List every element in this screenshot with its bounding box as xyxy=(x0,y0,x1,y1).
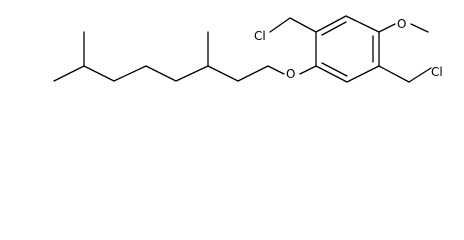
chemical-structure: Cl O Cl O xyxy=(53,15,443,83)
bond-chain-c3-c4 xyxy=(175,65,209,82)
bond-ring-to-ch2-top xyxy=(289,17,317,33)
atom-label-o-ether: O xyxy=(286,67,295,81)
ring-bond-bottom-left xyxy=(315,65,348,83)
bond-ch2-to-cl-top xyxy=(269,17,291,33)
alkoxy-chain xyxy=(53,31,317,82)
methoxy-group xyxy=(378,23,429,33)
atom-labels: Cl O Cl O xyxy=(254,17,443,81)
bond-ch2-to-cl-right xyxy=(408,67,432,83)
benzene-ring xyxy=(315,15,380,83)
bond-chain-c2-c3 xyxy=(207,65,239,82)
bond-chain-c1-c2 xyxy=(237,65,269,82)
bond-o-to-chain-c1 xyxy=(267,65,285,75)
bond-ring-to-ch2-right xyxy=(378,65,410,83)
chloromethyl-top-group xyxy=(269,17,317,33)
ring-double-bond-top xyxy=(321,21,347,36)
bond-chain-c5-c6 xyxy=(113,65,147,82)
chloromethyl-right-group xyxy=(378,65,432,83)
bond-ring-to-o-methoxy xyxy=(378,23,396,33)
atom-label-cl-top: Cl xyxy=(254,29,266,43)
bond-chain-c6-c7 xyxy=(83,65,115,82)
bond-chain-c7-methyl-left xyxy=(53,65,85,82)
bond-chain-c4-c5 xyxy=(145,65,177,82)
atom-label-cl-right: Cl xyxy=(431,65,443,79)
ring-double-bond-bottom xyxy=(321,62,348,77)
bond-ring-to-o-ether xyxy=(299,65,317,75)
ring-bond-top-left xyxy=(315,15,347,33)
ring-bond-bottom-right xyxy=(346,65,380,83)
ring-bond-top-right xyxy=(345,15,380,33)
bond-o-to-methyl xyxy=(410,23,429,33)
atom-label-o-methoxy: O xyxy=(397,17,406,31)
